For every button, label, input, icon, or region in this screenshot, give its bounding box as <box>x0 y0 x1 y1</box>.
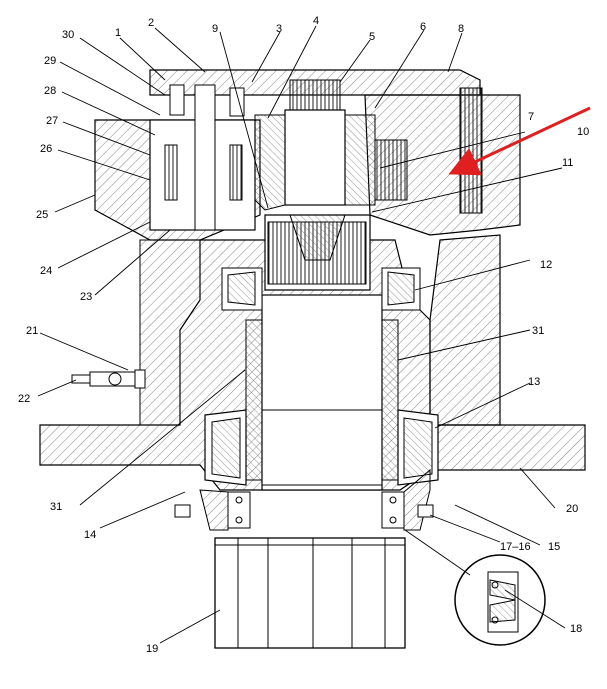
bearing-lower-left <box>204 409 247 486</box>
callout-5: 5 <box>369 31 375 43</box>
output-pinion <box>214 537 406 649</box>
callout-24: 24 <box>40 265 52 277</box>
planet-gear-left <box>149 84 256 231</box>
callout-labels: 1 2 3 4 5 6 7 8 9 10 11 12 13 14 15 17–1… <box>18 15 589 655</box>
callout-25: 25 <box>36 209 48 221</box>
sun-gear <box>264 214 371 291</box>
callout-31-lower: 31 <box>50 501 62 513</box>
callout-7: 7 <box>528 111 534 123</box>
callout-9: 9 <box>212 23 218 35</box>
leader-lines <box>37 25 566 644</box>
upper-carrier <box>254 79 408 211</box>
callout-27: 27 <box>46 115 58 127</box>
callout-2: 2 <box>148 17 154 29</box>
callout-13: 13 <box>528 376 540 388</box>
callout-12: 12 <box>540 259 552 271</box>
callout-19: 19 <box>146 643 158 655</box>
seal-detail-circle <box>454 554 546 646</box>
callout-4: 4 <box>313 15 319 27</box>
callout-22: 22 <box>18 393 30 405</box>
seal-left <box>227 491 251 529</box>
bearing-upper-left <box>221 267 263 311</box>
callout-31-upper: 31 <box>532 325 544 337</box>
callout-11: 11 <box>562 157 573 169</box>
central-shaft <box>245 294 399 491</box>
bearing-upper-right <box>381 267 421 311</box>
callout-15: 15 <box>548 541 560 553</box>
seal-right <box>381 491 405 529</box>
callout-20: 20 <box>566 503 578 515</box>
callout-6: 6 <box>420 21 426 33</box>
callout-17-16: 17–16 <box>500 541 531 553</box>
bearing-lower-right <box>397 409 439 486</box>
callout-8: 8 <box>458 23 464 35</box>
callout-29: 29 <box>44 55 56 67</box>
highlight-arrow <box>448 106 591 176</box>
callout-30: 30 <box>62 29 74 41</box>
callout-14: 14 <box>84 529 96 541</box>
callout-10: 10 <box>577 126 589 138</box>
grease-fitting <box>71 369 146 389</box>
callout-21: 21 <box>26 325 38 337</box>
callout-1: 1 <box>115 27 121 39</box>
callout-26: 26 <box>40 143 52 155</box>
callout-23: 23 <box>80 291 92 303</box>
callout-3: 3 <box>276 23 282 35</box>
callout-18: 18 <box>570 623 582 635</box>
bottom-flange <box>174 468 434 531</box>
callout-28: 28 <box>44 85 56 97</box>
